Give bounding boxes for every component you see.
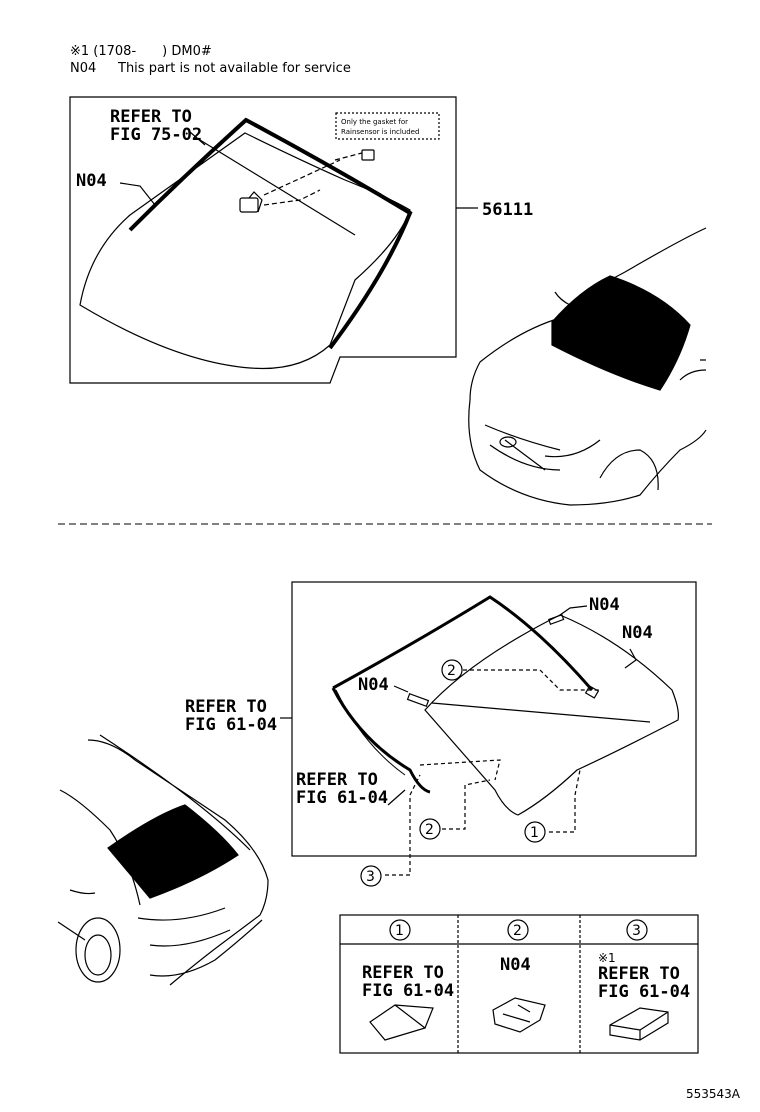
bottom-refer-b-line1: REFER TO <box>296 770 378 790</box>
legend-col1-num: 1 <box>395 923 404 939</box>
car-rear <box>57 734 269 986</box>
legend-block-1 <box>369 1004 434 1041</box>
circle-2-top <box>441 659 463 681</box>
car-windshield-fill <box>551 275 691 391</box>
top-n04-label: N04 <box>76 171 107 191</box>
callout-line1: Only the gasket for <box>341 118 408 126</box>
bottom-refer-b-line2: FIG 61-04 <box>296 788 388 808</box>
bottom-refer-a-line1: REFER TO <box>185 697 267 717</box>
circle-1 <box>524 821 546 843</box>
bottom-n04-c: N04 <box>358 675 389 695</box>
n04-description: This part is not available for service <box>118 61 351 76</box>
callout-box <box>335 112 440 140</box>
top-frame <box>69 96 457 384</box>
moulding-strip <box>128 117 413 350</box>
legend-table <box>339 914 699 1054</box>
figure-id: 553543A <box>686 1087 741 1101</box>
legend-col2-num: 2 <box>513 923 522 939</box>
circle-1-label: 1 <box>530 825 539 841</box>
car-rear-window-fill <box>107 804 239 899</box>
callout-line2: Rainsensor is included <box>341 128 419 136</box>
legend-clip-2 <box>492 997 546 1033</box>
rain-sensor-gasket <box>239 197 259 213</box>
circle-2-top-label: 2 <box>447 663 456 679</box>
n04-code: N04 <box>70 61 97 76</box>
legend-col3-line2: FIG 61-04 <box>598 982 690 1002</box>
note-line: ※1 (1708- ) DM0# <box>70 44 212 59</box>
top-refer-line2: FIG 75-02 <box>110 125 202 145</box>
bottom-frame <box>291 581 697 857</box>
bottom-refer-a-line2: FIG 61-04 <box>185 715 277 735</box>
back-glass <box>424 614 679 816</box>
legend-col3-line1: REFER TO <box>598 964 680 984</box>
legend-block-3 <box>609 1007 669 1041</box>
bottom-n04-b: N04 <box>622 623 653 643</box>
legend-col1-line2: FIG 61-04 <box>362 981 454 1001</box>
top-refer-line1: REFER TO <box>110 107 192 127</box>
circle-2 <box>419 818 441 840</box>
circle-2-label: 2 <box>425 822 434 838</box>
legend-col2-label: N04 <box>500 955 531 975</box>
bottom-n04-a: N04 <box>589 595 620 615</box>
legend-col3-note: ※1 <box>598 951 616 965</box>
legend-col1-line1: REFER TO <box>362 963 444 983</box>
legend-col3-num: 3 <box>632 923 641 939</box>
part-number-56111: 56111 <box>482 200 533 220</box>
circle-3 <box>360 865 382 887</box>
windshield-glass <box>79 132 411 370</box>
circle-3-label: 3 <box>366 869 375 885</box>
